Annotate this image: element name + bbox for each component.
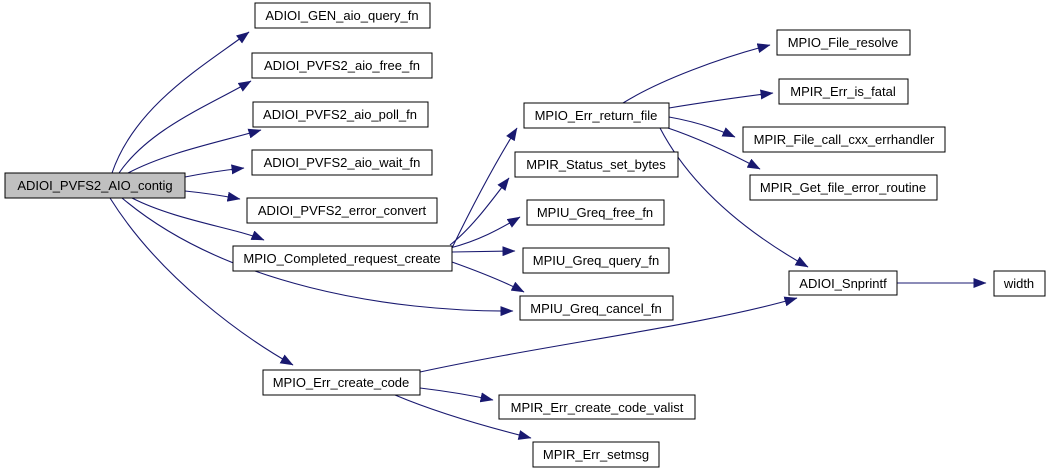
edge-completed-to-greq-cancel-fn xyxy=(451,261,525,293)
node-box xyxy=(532,441,660,468)
node-mpir-file-call-cxx-errhandler[interactable]: MPIR_File_call_cxx_errhandler xyxy=(742,126,946,153)
node-label: MPIO_Err_create_code xyxy=(273,375,410,390)
node-mpir-err-is-fatal[interactable]: MPIR_Err_is_fatal xyxy=(778,78,909,105)
node-label: MPIR_Err_create_code_valist xyxy=(511,400,684,415)
node-label: ADIOI_PVFS2_aio_free_fn xyxy=(264,58,420,73)
edge-contig-to-err-create-code xyxy=(109,197,294,366)
node-mpiu-greq-free-fn[interactable]: MPIU_Greq_free_fn xyxy=(526,199,665,226)
node-label: ADIOI_PVFS2_error_convert xyxy=(258,203,427,218)
edge-completed-to-greq-free-fn xyxy=(449,216,521,249)
edge-contig-to-pvfs2-aio-poll-fn xyxy=(127,128,262,174)
edge-contig-to-pvfs2-aio-wait-fn xyxy=(184,164,245,178)
node-box xyxy=(519,295,674,321)
node-label: MPIO_Err_return_file xyxy=(535,108,658,123)
node-box xyxy=(232,245,453,272)
node-box xyxy=(251,52,433,79)
node-label: MPIR_Get_file_error_routine xyxy=(760,180,926,195)
node-layer: ADIOI_PVFS2_AIO_contig ADIOI_GEN_aio_que… xyxy=(4,2,1046,468)
node-adioi-pvfs2-aio-free-fn[interactable]: ADIOI_PVFS2_aio_free_fn xyxy=(251,52,433,79)
node-box xyxy=(4,172,186,199)
node-label: MPIR_Err_is_fatal xyxy=(790,84,896,99)
node-label: ADIOI_GEN_aio_query_fn xyxy=(265,8,418,23)
node-box xyxy=(993,270,1046,297)
edge-err-return-to-get-file-error-routine xyxy=(664,126,761,170)
edge-err-create-code-to-snprintf xyxy=(419,296,798,373)
node-box xyxy=(749,174,938,201)
node-label: MPIR_File_call_cxx_errhandler xyxy=(754,132,935,147)
node-box xyxy=(262,369,421,396)
node-box xyxy=(526,199,665,226)
node-box xyxy=(251,149,433,176)
node-label: MPIO_File_resolve xyxy=(788,35,899,50)
node-label: ADIOI_Snprintf xyxy=(799,276,887,291)
node-label: width xyxy=(1003,276,1034,291)
node-mpir-err-create-code-valist[interactable]: MPIR_Err_create_code_valist xyxy=(498,394,696,420)
node-label: ADIOI_PVFS2_aio_poll_fn xyxy=(263,107,417,122)
node-box xyxy=(246,197,438,224)
node-mpio-err-return-file[interactable]: MPIO_Err_return_file xyxy=(523,102,670,129)
edge-contig-to-pvfs2-error-convert xyxy=(184,190,241,202)
node-box xyxy=(252,101,429,128)
node-mpio-file-resolve[interactable]: MPIO_File_resolve xyxy=(776,29,911,56)
node-box xyxy=(776,29,911,56)
edge-layer xyxy=(109,31,987,440)
edge-err-create-code-to-err-setmsg xyxy=(394,394,532,440)
node-adioi-gen-aio-query-fn[interactable]: ADIOI_GEN_aio_query_fn xyxy=(254,2,431,29)
node-box xyxy=(788,270,898,296)
node-box xyxy=(498,394,696,420)
node-mpiu-greq-cancel-fn[interactable]: MPIU_Greq_cancel_fn xyxy=(519,295,674,321)
edge-err-return-to-err-is-fatal xyxy=(668,89,774,109)
node-label: ADIOI_PVFS2_aio_wait_fn xyxy=(264,155,421,170)
edge-err-create-code-to-create-code-valist xyxy=(419,387,494,403)
node-box xyxy=(254,2,431,29)
node-mpio-err-create-code[interactable]: MPIO_Err_create_code xyxy=(262,369,421,396)
edge-contig-to-completed-request-create xyxy=(131,197,265,241)
edge-completed-to-greq-query-fn xyxy=(451,246,516,257)
node-mpir-get-file-error-routine[interactable]: MPIR_Get_file_error_routine xyxy=(749,174,938,201)
node-box xyxy=(522,247,670,274)
edge-completed-to-status-set-bytes xyxy=(449,177,510,246)
node-box xyxy=(778,78,909,105)
edge-completed-to-err-return-file xyxy=(451,127,518,249)
node-label: MPIU_Greq_cancel_fn xyxy=(530,301,662,316)
node-mpir-status-set-bytes[interactable]: MPIR_Status_set_bytes xyxy=(514,151,679,178)
edge-contig-to-gen-aio-query-fn xyxy=(111,31,250,174)
node-box xyxy=(742,126,946,153)
node-label: MPIR_Err_setmsg xyxy=(543,447,649,462)
edge-err-return-to-file-resolve xyxy=(622,43,771,104)
node-adioi-snprintf[interactable]: ADIOI_Snprintf xyxy=(788,270,898,296)
edge-contig-to-greq-cancel-fn xyxy=(121,197,514,317)
node-box xyxy=(514,151,679,178)
node-adioi-pvfs2-aio-wait-fn[interactable]: ADIOI_PVFS2_aio_wait_fn xyxy=(251,149,433,176)
node-mpir-err-setmsg[interactable]: MPIR_Err_setmsg xyxy=(532,441,660,468)
node-mpio-completed-request-create[interactable]: MPIO_Completed_request_create xyxy=(232,245,453,272)
node-adioi-pvfs2-aio-poll-fn[interactable]: ADIOI_PVFS2_aio_poll_fn xyxy=(252,101,429,128)
node-box xyxy=(523,102,670,129)
node-label: ADIOI_PVFS2_AIO_contig xyxy=(17,178,172,193)
node-label: MPIU_Greq_query_fn xyxy=(533,253,659,268)
node-adioi-pvfs2-error-convert[interactable]: ADIOI_PVFS2_error_convert xyxy=(246,197,438,224)
node-mpiu-greq-query-fn[interactable]: MPIU_Greq_query_fn xyxy=(522,247,670,274)
node-label: MPIO_Completed_request_create xyxy=(243,251,440,266)
node-label: MPIR_Status_set_bytes xyxy=(526,157,666,172)
node-adioi-pvfs2-aio-contig: ADIOI_PVFS2_AIO_contig xyxy=(4,172,186,199)
node-width[interactable]: width xyxy=(993,270,1046,297)
node-label: MPIU_Greq_free_fn xyxy=(537,205,653,220)
edge-err-return-to-file-call-cxx-errhandler xyxy=(668,116,736,138)
edge-contig-to-pvfs2-aio-free-fn xyxy=(118,80,252,174)
